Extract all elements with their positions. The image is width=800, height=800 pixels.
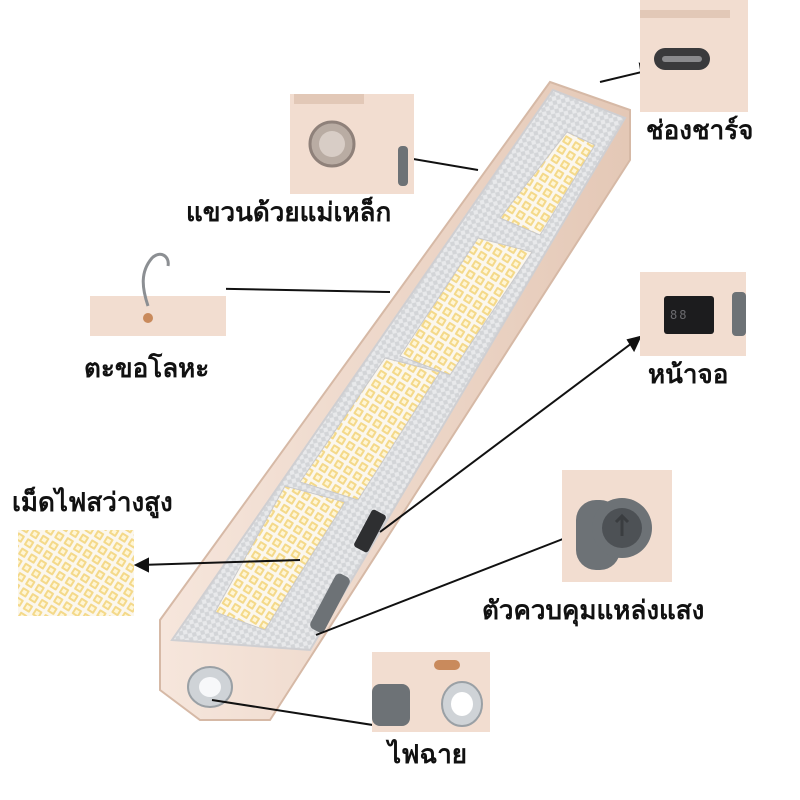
label-led-beads: เม็ดไฟสว่างสูง: [12, 488, 173, 518]
inset-led-beads: [18, 530, 134, 616]
hook-icon: [141, 252, 170, 307]
pointer-led: [139, 559, 301, 566]
led-panel-1: [499, 131, 596, 236]
pointer-display: [379, 339, 637, 533]
side-button: [310, 573, 350, 633]
label-light-control: ตัวควบคุมแหล่งแสง: [482, 596, 705, 626]
led-panel-2: [399, 237, 533, 376]
label-magnet-hang: แขวนด้วยแม่เหล็ก: [186, 198, 392, 228]
inset-magnet: [290, 94, 414, 194]
inset-hook: [90, 248, 226, 336]
label-display: หน้าจอ: [648, 360, 729, 390]
display-readout: 88: [670, 308, 689, 322]
pointer-control: [315, 529, 587, 636]
label-flashlight: ไฟฉาย: [388, 740, 468, 770]
inset-charging-port: [640, 0, 748, 112]
display-screen: [664, 296, 714, 334]
inset-control: [562, 470, 672, 582]
inset-display: 88: [640, 272, 746, 356]
led-panel-3: [299, 357, 441, 501]
pointer-flashlight: [211, 699, 393, 729]
inset-flashlight: [372, 652, 490, 732]
led-panel-4: [214, 485, 346, 631]
label-charging-port: ช่องชาร์จ: [646, 116, 754, 146]
label-metal-hook: ตะขอโลหะ: [84, 354, 210, 384]
side-display: [354, 509, 386, 553]
